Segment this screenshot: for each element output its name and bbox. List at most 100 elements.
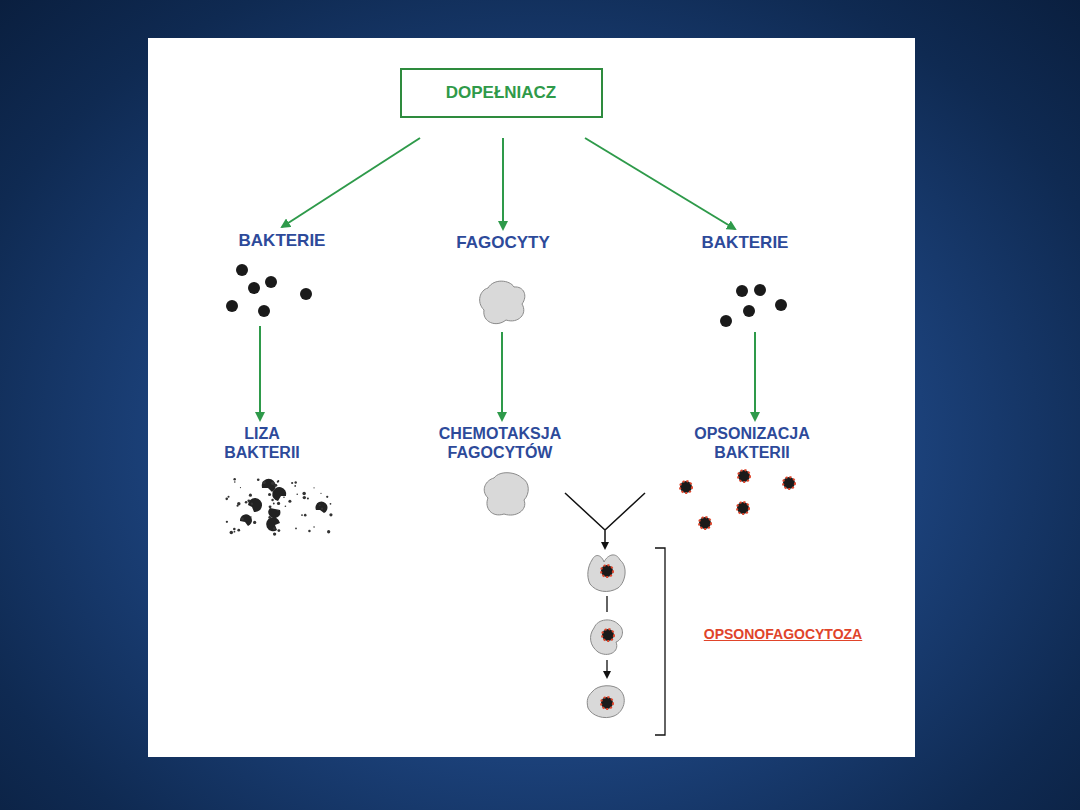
merge-lines: [565, 493, 645, 548]
arrow-connector: [754, 332, 756, 420]
debris: [271, 499, 273, 501]
debris: [330, 503, 332, 505]
lysis-label: LIZA BAKTERII: [210, 424, 314, 462]
engulfed-bacterium: [601, 565, 613, 577]
debris: [273, 532, 276, 535]
node-text: OPSONOFAGOCYTOZA: [677, 626, 889, 643]
opsonized-bacterium: [699, 517, 711, 529]
phagocyte-cell: [484, 473, 528, 515]
opsonization-label: OPSONIZACJA BAKTERII: [672, 424, 832, 462]
debris: [277, 510, 278, 511]
debris: [241, 518, 244, 521]
bracket: [655, 548, 665, 735]
debris: [313, 526, 315, 528]
opsonized-bacterium: [737, 502, 749, 514]
debris: [319, 504, 321, 506]
debris: [283, 496, 285, 498]
debris: [304, 514, 307, 517]
complement-box: DOPEŁNIACZ: [400, 68, 603, 118]
arrow-connector: [502, 138, 504, 229]
arrow-connector: [282, 138, 420, 227]
node-text: BAKTERIE: [223, 231, 341, 251]
debris: [269, 505, 272, 508]
debris: [327, 530, 330, 533]
debris: [277, 480, 279, 482]
debris: [321, 508, 323, 510]
opsonized-bacterium: [783, 477, 795, 489]
debris: [268, 493, 271, 496]
debris: [277, 529, 280, 532]
debris: [277, 481, 279, 483]
arrow-connector: [259, 326, 261, 420]
debris: [253, 521, 256, 524]
sequence-arrows: [606, 596, 607, 677]
debris: [245, 501, 248, 504]
opsonized-bacteria: [680, 470, 795, 529]
debris: [277, 502, 280, 505]
opsonophagocytosis-label: OPSONOFAGOCYTOZA: [677, 626, 889, 643]
debris: [249, 494, 252, 497]
debris: [262, 481, 265, 484]
debris: [273, 503, 275, 505]
engulfed-bacteria: [601, 565, 614, 709]
debris: [285, 505, 287, 507]
opsonized-bacterium: [680, 481, 692, 493]
debris: [274, 484, 277, 487]
chemotaxis-label: CHEMOTAKSJA FAGOCYTÓW: [415, 424, 585, 462]
debris: [250, 516, 252, 518]
debris: [313, 487, 314, 488]
bacteria-dots: [720, 284, 787, 327]
node-text: BAKTERIE: [686, 233, 804, 253]
debris: [230, 531, 234, 535]
bacteria-dots: [226, 264, 312, 317]
debris: [237, 529, 240, 532]
phagocyte-cell: [480, 281, 525, 324]
white-panel: [148, 38, 915, 757]
arrow-connector: [585, 138, 735, 229]
node-text: CHEMOTAKSJA FAGOCYTÓW: [415, 424, 585, 462]
node-text: DOPEŁNIACZ: [417, 83, 586, 103]
debris: [301, 514, 303, 516]
debris: [251, 502, 253, 504]
engulfed-bacterium: [602, 629, 614, 641]
debris: [247, 499, 250, 502]
debris: [320, 493, 321, 494]
debris: [326, 496, 328, 498]
debris: [303, 496, 306, 499]
debris: [228, 496, 230, 498]
node-text: FAGOCYTY: [444, 233, 562, 253]
debris: [250, 520, 252, 522]
debris: [294, 481, 296, 483]
phagocyte-group: FAGOCYTY: [444, 233, 562, 329]
bacteria-group: BAKTERIE: [686, 233, 804, 329]
debris: [234, 481, 236, 483]
debris: [225, 498, 228, 501]
arrow-connector: [501, 332, 503, 420]
debris: [294, 485, 296, 487]
debris: [257, 478, 260, 481]
debris: [329, 513, 332, 516]
debris: [233, 478, 235, 480]
debris: [295, 528, 297, 530]
phagocytosis-sequence: [587, 555, 625, 718]
bacteria-group: BAKTERIE: [223, 231, 341, 323]
debris: [302, 492, 305, 495]
debris: [273, 527, 276, 530]
node-text: LIZA BAKTERII: [210, 424, 314, 462]
debris: [271, 481, 275, 485]
debris: [234, 531, 236, 533]
debris: [226, 521, 228, 523]
debris: [236, 505, 238, 507]
debris: [240, 487, 241, 488]
debris: [268, 516, 271, 519]
debris: [288, 500, 291, 503]
debris: [308, 530, 311, 533]
lysed-bacteria: [225, 478, 332, 536]
debris: [307, 497, 309, 499]
engulfed-bacterium: [601, 697, 613, 709]
debris: [296, 493, 298, 495]
debris: [233, 528, 236, 531]
opsonized-bacterium: [738, 470, 750, 482]
